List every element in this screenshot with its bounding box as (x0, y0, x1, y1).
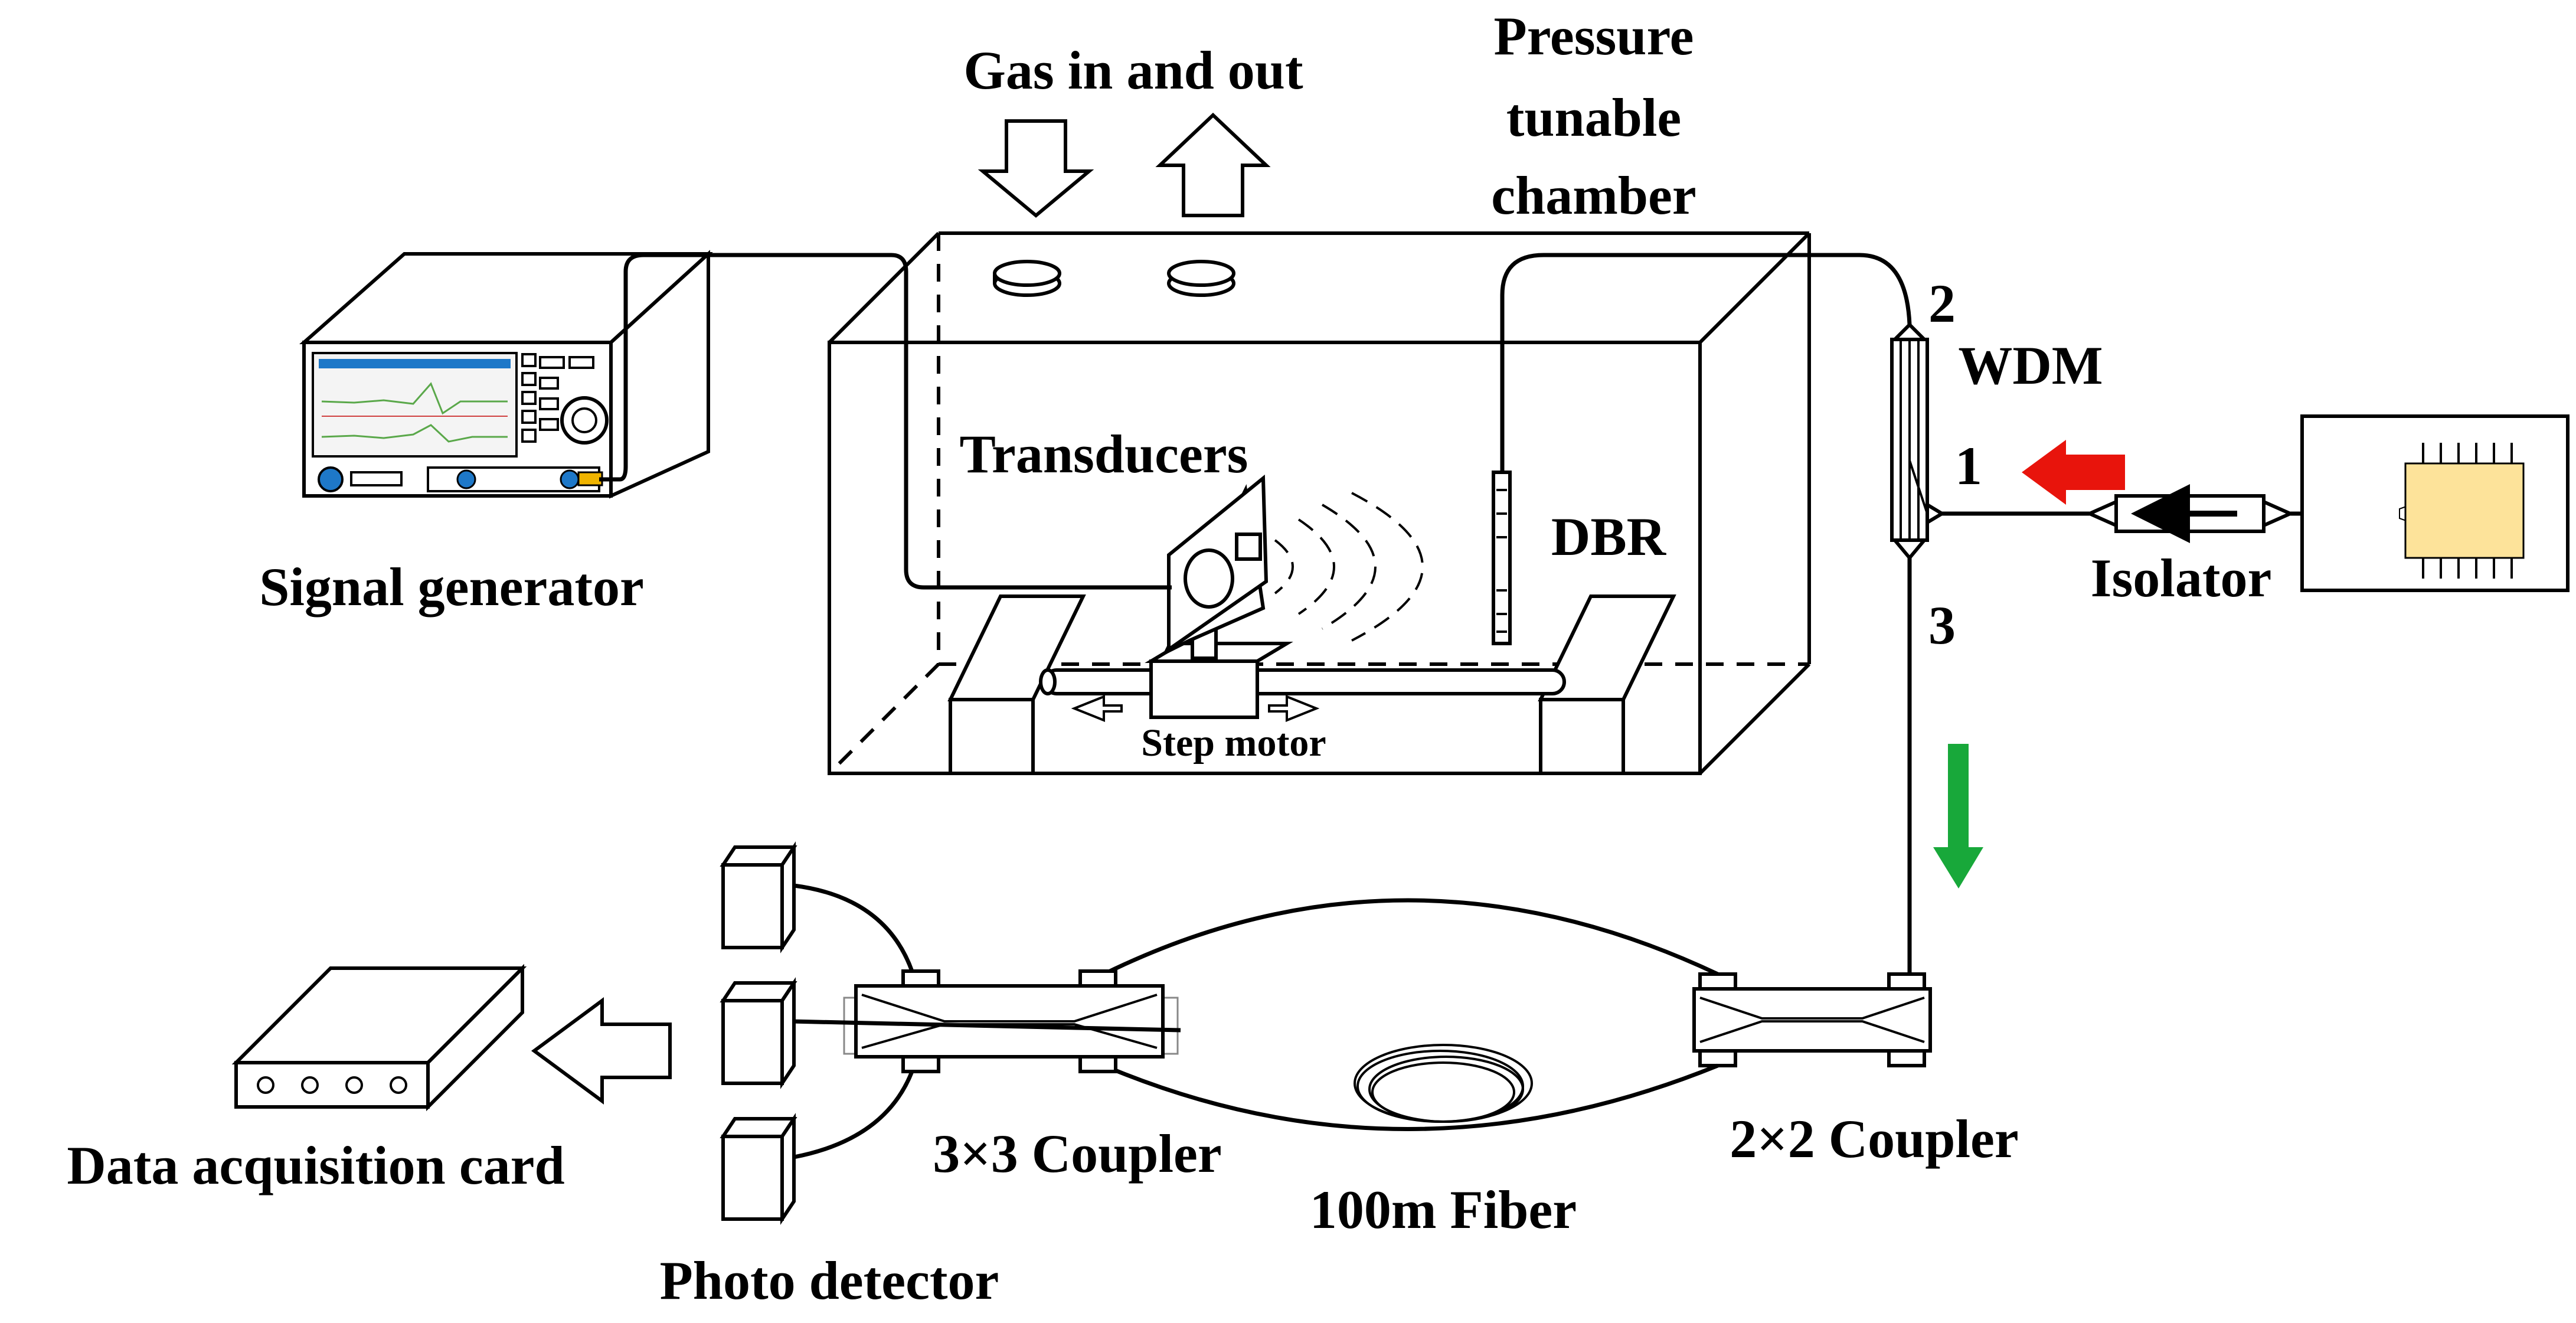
fiber-loop-bottom (1103, 1063, 1719, 1131)
transducer-mount (1145, 474, 1293, 719)
gas-port-2 (1167, 260, 1235, 297)
signal-cable (599, 253, 1172, 590)
daq-label: Data acquisition card (67, 1135, 564, 1195)
wdm-port-2: 2 (1928, 273, 1956, 334)
svg-text:Pressure: Pressure (1494, 6, 1694, 66)
gas-in-arrow (978, 119, 1094, 218)
fiber-label: 100m Fiber (1310, 1180, 1577, 1240)
wdm-label: WDM (1958, 335, 2103, 396)
screen-header (319, 359, 511, 368)
signal-generator (299, 250, 713, 499)
rail-right (1538, 594, 1676, 775)
photo-detector-label: Photo detector (660, 1250, 999, 1311)
pressure-chamber (828, 231, 1811, 775)
photo-detector-2 (720, 977, 797, 1089)
wdm-port-1: 1 (1955, 436, 1982, 496)
isolator-label: Isolator (2091, 548, 2272, 608)
svg-text:chamber: chamber (1491, 165, 1696, 226)
isolator (2085, 484, 2295, 543)
data-acquisition-card (231, 963, 527, 1112)
wdm-port-3: 3 (1928, 595, 1956, 655)
rail-rod (1039, 668, 1566, 695)
chamber-label: Pressure tunable chamber (1491, 6, 1696, 226)
fiber-loop-top (1103, 898, 1719, 976)
fiber-pd-bottom (793, 1070, 914, 1159)
dbr-label: DBR (1551, 507, 1667, 567)
gas-label: Gas in and out (963, 40, 1303, 100)
step-motor-arrows (1071, 695, 1320, 722)
acoustic-waves (1274, 492, 1424, 642)
coupler-2x2 (1692, 972, 1932, 1067)
fiber-pd-top (793, 883, 914, 972)
laser-chip (2404, 462, 2525, 559)
wdm (1890, 322, 1946, 561)
svg-text:tunable: tunable (1506, 87, 1682, 148)
output-connector (577, 471, 603, 486)
dbr-fiber-laser (1492, 471, 1512, 645)
fiber-dbr-wdm (1500, 253, 1912, 472)
fiber-coil (1354, 1044, 1533, 1123)
pump-laser-module (2300, 414, 2570, 592)
coupler22-label: 2×2 Coupler (1730, 1109, 2018, 1169)
rail-left (947, 594, 1086, 775)
coupler33-label: 3×3 Coupler (933, 1123, 1221, 1184)
coupler-3x3 (790, 969, 1181, 1073)
signal-generator-label: Signal generator (259, 557, 644, 617)
photo-detector-1 (720, 841, 797, 953)
transducers-label: Transducers (960, 424, 1248, 484)
power-knob (318, 466, 344, 492)
photo-detector-3 (720, 1113, 797, 1225)
gas-port-1 (993, 260, 1061, 297)
green-arrow (1933, 744, 1983, 888)
gas-out-arrow (1155, 112, 1271, 217)
red-arrow (2022, 440, 2125, 505)
daq-arrow (531, 997, 672, 1105)
step-motor-label: Step motor (1141, 721, 1326, 765)
